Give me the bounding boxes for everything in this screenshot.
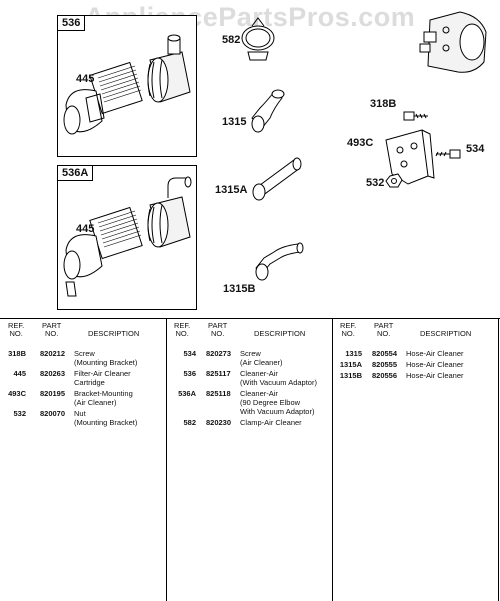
column-divider	[332, 319, 333, 601]
parts-diagram: 536 536A	[57, 11, 487, 310]
header-ref: REF.NO.	[340, 321, 357, 338]
part-description: Screw	[74, 349, 95, 358]
air-cleaner-536a-drawing	[63, 176, 192, 297]
header-description: DESCRIPTION	[254, 329, 306, 338]
callout-1315: 1315	[222, 116, 247, 128]
part-number: 820263	[40, 369, 66, 378]
parts-drawing	[63, 11, 487, 297]
part-description: Hose-Air Cleaner	[406, 349, 464, 358]
callout-1315b: 1315B	[223, 283, 256, 295]
part-description: Screw	[240, 349, 261, 358]
hose-1315b-drawing	[255, 242, 304, 281]
header-description: DESCRIPTION	[88, 329, 140, 338]
part-description: (With Vacuum Adaptor)	[240, 378, 317, 387]
part-description: (90 Degree Elbow	[240, 398, 301, 407]
ref-number: 532	[13, 409, 26, 418]
header-description: DESCRIPTION	[420, 329, 472, 338]
callout-532: 532	[366, 177, 385, 189]
part-description: Cleaner-Air	[240, 369, 278, 378]
ref-number: 536	[183, 369, 196, 378]
ref-number: 536A	[178, 389, 196, 398]
callout-534: 534	[466, 143, 485, 155]
ref-number: 318B	[8, 349, 26, 358]
screw-534-drawing	[435, 149, 461, 159]
ref-number: 1315B	[339, 371, 362, 380]
header-ref: REF.NO.	[8, 321, 25, 338]
callout-445: 445	[76, 223, 95, 235]
part-description: Nut	[74, 409, 86, 418]
part-description: Filter-Air Cleaner	[74, 369, 131, 378]
part-description: (Mounting Bracket)	[74, 358, 138, 367]
ref-number: 493C	[8, 389, 26, 398]
part-description: Bracket-Mounting	[74, 389, 133, 398]
engine-drawing	[419, 11, 487, 73]
part-number: 820554	[372, 349, 398, 358]
part-number: 820273	[206, 349, 232, 358]
part-number: 820230	[206, 418, 232, 427]
part-number: 820070	[40, 409, 66, 418]
part-description: Hose-Air Cleaner	[406, 360, 464, 369]
part-description: Cartridge	[74, 378, 105, 387]
part-description: (Mounting Bracket)	[74, 418, 138, 427]
hose-1315-drawing	[251, 89, 285, 133]
air-cleaner-536-drawing	[63, 34, 191, 135]
ref-number: 1315A	[339, 360, 362, 369]
part-description: Cleaner-Air	[240, 389, 278, 398]
part-number: 825117	[206, 369, 231, 378]
part-number: 825118	[206, 389, 231, 398]
hose-1315a-drawing	[252, 157, 302, 201]
callout-1315a: 1315A	[215, 184, 248, 196]
column-divider	[498, 319, 499, 601]
ref-number: 445	[13, 369, 26, 378]
part-number: 820556	[372, 371, 398, 380]
ref-number: 1315	[345, 349, 362, 358]
ref-number: 582	[183, 418, 196, 427]
ref-number: 534	[183, 349, 196, 358]
callout-445: 445	[76, 73, 95, 85]
part-description: (Air Cleaner)	[74, 398, 117, 407]
assembly-label: 536A	[58, 166, 94, 181]
part-number: 820212	[40, 349, 66, 358]
callout-582: 582	[222, 34, 241, 46]
part-description: Hose-Air Cleaner	[406, 371, 464, 380]
screw-318b-drawing	[403, 111, 428, 121]
part-description: (Air Cleaner)	[240, 358, 283, 367]
bracket-493c-drawing	[385, 129, 435, 185]
callout-318b: 318B	[370, 98, 397, 110]
header-ref: REF.NO.	[174, 321, 191, 338]
assembly-label: 536	[58, 16, 86, 31]
nut-532-drawing	[385, 173, 403, 188]
callout-493c: 493C	[347, 137, 374, 149]
column-divider	[166, 319, 167, 601]
part-number: 820555	[372, 360, 398, 369]
clamp-582-drawing	[241, 17, 275, 61]
part-number: 820195	[40, 389, 66, 398]
part-description: With Vacuum Adaptor)	[240, 407, 315, 416]
part-description: Clamp-Air Cleaner	[240, 418, 302, 427]
